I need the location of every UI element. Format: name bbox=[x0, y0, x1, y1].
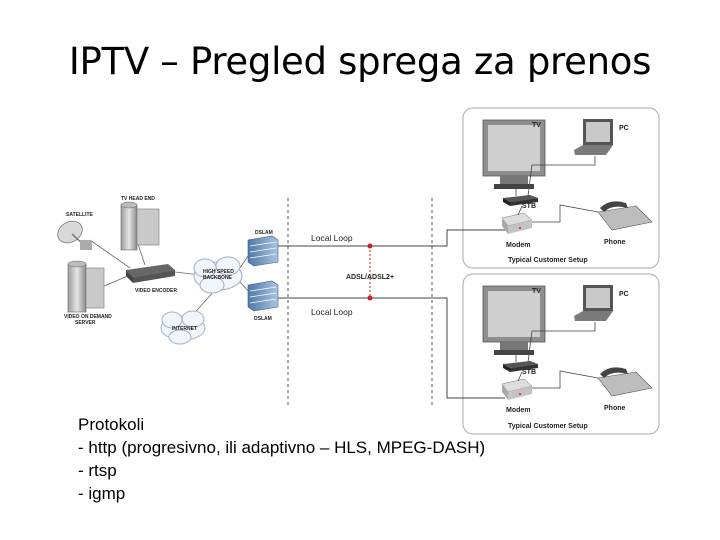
customer-setup-bottom: TV PC STB Modem Phone Typical Customer S… bbox=[482, 285, 653, 430]
stb-icon bbox=[503, 195, 538, 206]
adsl-dot-top bbox=[367, 243, 373, 249]
modem-label: Modem bbox=[506, 242, 531, 249]
modem-icon bbox=[501, 378, 533, 400]
protocol-item-igmp: - igmp bbox=[78, 484, 126, 503]
backbone-label-2: BACKBONE bbox=[203, 275, 233, 281]
customer-links bbox=[515, 322, 599, 389]
stb-label: STB bbox=[522, 369, 536, 376]
vod-server-label-2: SERVER bbox=[75, 320, 96, 326]
customer-caption: Typical Customer Setup bbox=[508, 257, 588, 264]
modem-icon bbox=[501, 212, 533, 234]
local-loop-bottom-label: Local Loop bbox=[311, 307, 353, 317]
internet-label: INTERNET bbox=[172, 326, 197, 332]
protocols-list: Protokoli - http (progresivno, ili adapt… bbox=[78, 413, 485, 505]
pc-label: PC bbox=[619, 125, 629, 132]
internet-cloud-icon bbox=[160, 310, 206, 345]
protocol-item-rtsp: - rtsp bbox=[78, 461, 117, 480]
slide-title: IPTV – Pregled sprega za prenos bbox=[68, 40, 652, 83]
tv-label: TV bbox=[532, 288, 541, 295]
pc-laptop-icon bbox=[574, 119, 613, 155]
protocols-heading: Protokoli bbox=[78, 415, 145, 434]
vod-server-icon bbox=[67, 260, 105, 313]
protocol-item-http: - http (progresivno, ili adaptivno – HLS… bbox=[78, 438, 486, 457]
local-loop-line-bottom bbox=[278, 297, 505, 399]
phone-label: Phone bbox=[604, 239, 625, 246]
tv-icon bbox=[482, 119, 546, 189]
dslam-bottom-label: DSLAM bbox=[254, 316, 272, 322]
video-encoder-label: VIDEO ENCODER bbox=[135, 288, 177, 294]
adsl-dot-bottom bbox=[367, 295, 373, 301]
head-end-server-icon bbox=[120, 201, 160, 251]
backbone-label-1: HIGH SPEED bbox=[203, 269, 234, 275]
dslam-top-label: DSLAM bbox=[255, 230, 273, 236]
adsl-label: ADSL/ADSL2+ bbox=[346, 274, 394, 281]
satellite-label: SATELLITE bbox=[66, 212, 94, 218]
video-encoder-icon bbox=[126, 264, 175, 283]
phone-icon bbox=[597, 367, 653, 397]
local-loop-top-label: Local Loop bbox=[311, 233, 353, 243]
customer-caption: Typical Customer Setup bbox=[508, 423, 588, 430]
vod-server-label-1: VIDEO ON DEMAND bbox=[64, 314, 112, 320]
stb-label: STB bbox=[522, 203, 536, 210]
head-end-label: TV HEAD END bbox=[121, 196, 155, 202]
dslam-top-icon bbox=[247, 235, 279, 267]
customer-links bbox=[515, 156, 599, 223]
local-loop-line-top bbox=[278, 229, 505, 247]
satellite-dish-icon bbox=[57, 220, 92, 250]
stb-icon bbox=[503, 361, 538, 372]
customer-setup-top: TV PC STB Modem Phone Typical Customer S… bbox=[482, 119, 653, 264]
phone-icon bbox=[597, 201, 653, 231]
tv-label: TV bbox=[532, 122, 541, 129]
backbone-cloud-icon bbox=[193, 256, 243, 294]
phone-label: Phone bbox=[604, 405, 625, 412]
pc-label: PC bbox=[619, 291, 629, 298]
modem-label: Modem bbox=[506, 407, 531, 414]
pc-laptop-icon bbox=[574, 285, 613, 321]
dslam-bottom-icon bbox=[247, 280, 279, 312]
tv-icon bbox=[482, 285, 546, 355]
